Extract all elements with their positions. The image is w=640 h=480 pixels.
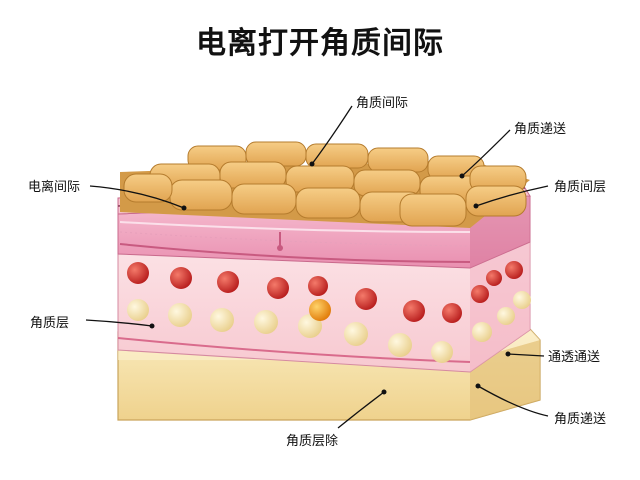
label-right-upper: 角质间层 (554, 180, 607, 195)
label-right-mid: 通透通送 (548, 350, 601, 365)
corneocyte-brick (367, 147, 429, 173)
red-cell (217, 271, 239, 293)
yellow-cell (168, 303, 192, 327)
label-right-lower: 角质递送 (554, 412, 607, 427)
label-left-upper: 电离间际 (28, 180, 81, 195)
red-cell (442, 303, 462, 323)
red-cell (471, 285, 489, 303)
label-top-right: 角质递送 (514, 122, 567, 137)
label-top-center: 角质间际 (356, 96, 409, 111)
red-cell (403, 300, 425, 322)
red-cell (170, 267, 192, 289)
corneocyte-brick (231, 183, 297, 215)
corneocyte-brick (399, 193, 467, 227)
red-cell (267, 277, 289, 299)
yellow-cell-group (127, 291, 531, 363)
diagram-title: 电离打开角质间际 (196, 26, 444, 61)
yellow-cell (497, 307, 515, 325)
yellow-cell (431, 341, 453, 363)
label-left-lower: 角质层 (30, 316, 70, 331)
red-cell (355, 288, 377, 310)
yellow-cell (127, 299, 149, 321)
label-bottom-center: 角质层除 (286, 434, 339, 449)
corneocyte-brick (123, 173, 173, 203)
yellow-cell (344, 322, 368, 346)
red-cell-group (127, 261, 523, 323)
yellow-cell (254, 310, 278, 334)
yellow-cell (210, 308, 234, 332)
red-cell (308, 276, 328, 296)
corneocyte-brick (305, 143, 369, 169)
corneocyte-layer (120, 141, 530, 228)
red-cell (486, 270, 502, 286)
corneocyte-brick (465, 185, 527, 217)
yellow-cell (513, 291, 531, 309)
corneocyte-brick (295, 187, 361, 219)
yellow-cell (472, 322, 492, 342)
callout-lines (85, 105, 549, 429)
red-cell (505, 261, 523, 279)
orange-cell (309, 299, 331, 321)
yellow-cell (388, 333, 412, 357)
red-cell (127, 262, 149, 284)
callout-dots (149, 161, 511, 395)
